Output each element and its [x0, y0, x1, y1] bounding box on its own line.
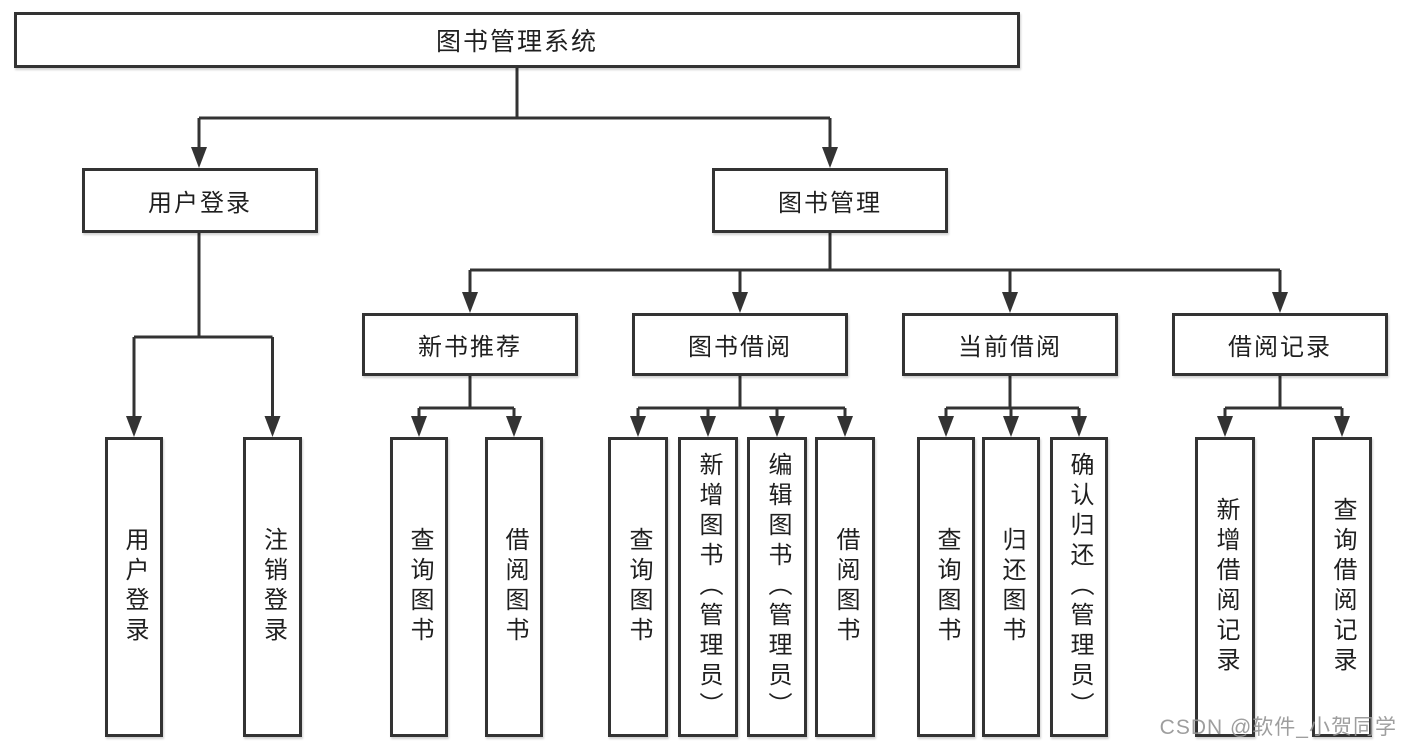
node-library-management-system: 图书管理系统	[14, 12, 1020, 68]
leaf-current-query-books: 查询图书	[917, 437, 975, 737]
leaf-label: 借阅图书	[832, 527, 859, 647]
leaf-recommend-borrow-books: 借阅图书	[485, 437, 543, 737]
leaf-label: 查询图书	[625, 527, 652, 647]
node-label: 图书管理	[778, 190, 882, 217]
node-label: 图书管理系统	[435, 28, 598, 56]
node-label: 图书借阅	[688, 334, 792, 361]
node-label: 用户登录	[148, 190, 252, 217]
node-new-book-recommend: 新书推荐	[362, 313, 578, 376]
leaf-records-add-record: 新增借阅记录	[1195, 437, 1255, 737]
node-borrow-records: 借阅记录	[1172, 313, 1388, 376]
node-book-borrow: 图书借阅	[632, 313, 848, 376]
leaf-label: 新增图书（管理员）	[695, 452, 722, 722]
leaf-borrow-edit-books-admin: 编辑图书（管理员）	[747, 437, 807, 737]
node-label: 当前借阅	[958, 334, 1062, 361]
node-label: 新书推荐	[418, 334, 522, 361]
leaf-label: 归还图书	[998, 527, 1025, 647]
leaf-borrow-add-books-admin: 新增图书（管理员）	[678, 437, 738, 737]
leaf-label: 借阅图书	[501, 527, 528, 647]
leaf-label: 注销登录	[259, 527, 287, 647]
leaf-label: 确认归还（管理员）	[1066, 452, 1093, 722]
connector-paths	[132, 68, 1344, 421]
leaf-label: 查询借阅记录	[1329, 497, 1356, 677]
leaf-borrow-query-books: 查询图书	[608, 437, 668, 737]
csdn-watermark: CSDN @软件_小贺同学	[1159, 716, 1397, 739]
node-current-borrow: 当前借阅	[902, 313, 1118, 376]
node-book-management: 图书管理	[712, 168, 948, 233]
node-label: 借阅记录	[1228, 334, 1332, 361]
leaf-label: 新增借阅记录	[1212, 497, 1239, 677]
leaf-records-query-record: 查询借阅记录	[1312, 437, 1372, 737]
leaf-current-confirm-return-admin: 确认归还（管理员）	[1050, 437, 1108, 737]
leaf-recommend-query-books: 查询图书	[390, 437, 448, 737]
leaf-label: 查询图书	[406, 527, 433, 647]
arrowheads	[126, 147, 1350, 437]
leaf-label: 查询图书	[933, 527, 960, 647]
leaf-label: 用户登录	[121, 527, 148, 647]
leaf-label: 编辑图书（管理员）	[764, 452, 791, 722]
leaf-user-login: 用户登录	[105, 437, 163, 737]
leaf-logout-login: 注销登录	[243, 437, 302, 737]
node-user-login: 用户登录	[82, 168, 318, 233]
leaf-current-return-books: 归还图书	[982, 437, 1040, 737]
leaf-borrow-borrow-books: 借阅图书	[815, 437, 875, 737]
